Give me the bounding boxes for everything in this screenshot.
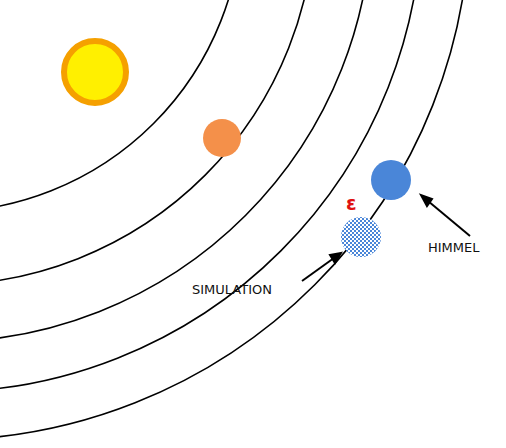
simulated-planet: [341, 217, 381, 257]
simulation-label: SIMULATION: [192, 282, 272, 297]
sun: [64, 41, 126, 103]
blue-planet: [371, 160, 411, 200]
leader-arrows: [302, 195, 470, 281]
orbits: [0, 0, 470, 440]
orange-planet: [203, 119, 241, 157]
epsilon-label: ε: [346, 192, 357, 214]
himmel-label: HIMMEL: [428, 240, 480, 255]
